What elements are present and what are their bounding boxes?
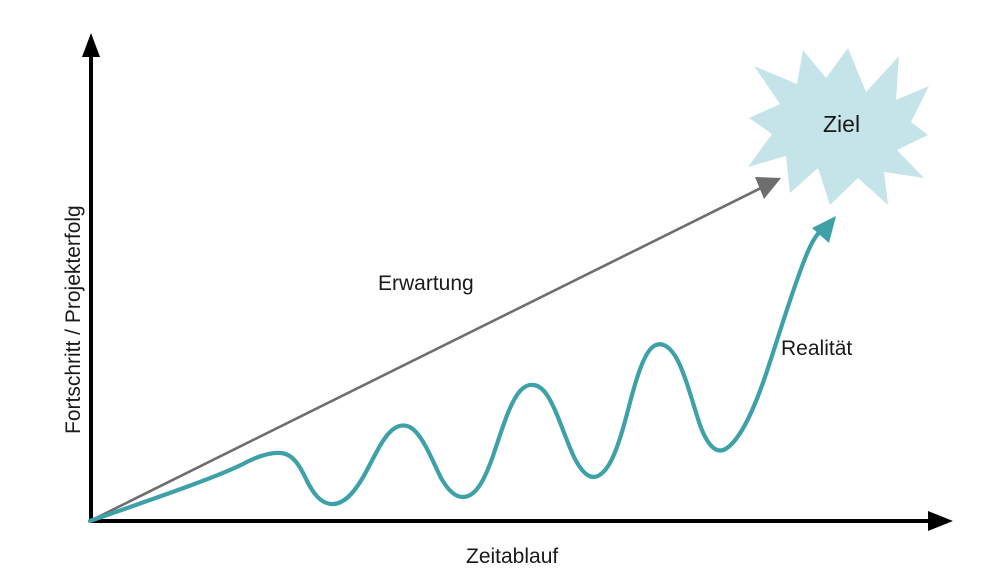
- reality-arrowhead: [812, 216, 836, 243]
- x-axis-arrowhead: [928, 511, 953, 531]
- reality-label: Realität: [781, 337, 853, 360]
- goal-label: Ziel: [823, 111, 861, 137]
- expectation-arrowhead: [755, 177, 781, 199]
- expectation-label: Erwartung: [378, 272, 474, 295]
- y-axis-label: Fortschritt / Projekterfolg: [62, 205, 85, 434]
- x-axis-label: Zeitablauf: [466, 545, 559, 568]
- reality-curve: [87, 225, 827, 524]
- y-axis-arrowhead: [82, 33, 100, 57]
- expectation-line: [89, 184, 766, 523]
- goal-starburst: [748, 48, 929, 205]
